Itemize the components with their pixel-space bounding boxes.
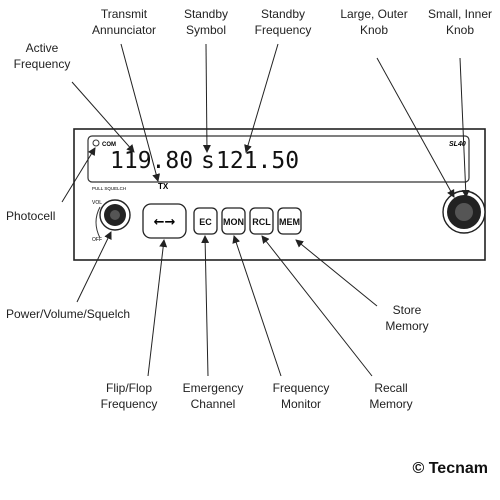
active-frequency: 119.80: [110, 148, 193, 174]
frequency-monitor-button[interactable]: MON: [221, 207, 246, 235]
squelch-label: PULL SQUELCH: [92, 186, 126, 191]
emergency-channel-button[interactable]: EC: [193, 207, 218, 235]
arrow-large-outer-knob: [376, 57, 455, 198]
recall-memory-button[interactable]: RCL: [249, 207, 274, 235]
label-emergency-channel: Emergency Channel: [182, 381, 244, 411]
vol-label: VOL: [92, 200, 102, 206]
label-store-memory: Store Memory: [385, 303, 429, 333]
arrow-recall-memory: [261, 235, 373, 377]
arrow-emergency-channel: [201, 235, 210, 377]
label-active-frequency: Active Frequency: [13, 41, 71, 71]
arrow-photocell: [61, 147, 96, 203]
small-inner-knob[interactable]: [455, 203, 473, 221]
arrow-small-inner-knob: [459, 57, 470, 198]
svg-text:MON: MON: [223, 217, 244, 227]
label-transmit-annunciator: Transmit Annunciator: [91, 7, 157, 37]
mode-label: COM: [102, 142, 116, 148]
arrow-frequency-monitor: [232, 235, 282, 377]
copyright-notice: © Tecnam: [412, 460, 488, 477]
label-power-volume-squelch: Power/Volume/Squelch: [6, 307, 131, 321]
svg-text:EC: EC: [199, 217, 212, 227]
off-label: OFF: [92, 237, 102, 243]
photocell: [92, 139, 100, 147]
model-label: SL40: [449, 141, 466, 148]
label-small-inner-knob: Small, Inner Knob: [427, 7, 493, 37]
label-standby-symbol: Standby Symbol: [183, 7, 229, 37]
power-volume-squelch-knob[interactable]: [99, 199, 131, 231]
label-large-outer-knob: Large, Outer Knob: [340, 7, 408, 37]
arrow-standby-frequency: [244, 43, 279, 153]
tuning-knob[interactable]: [442, 190, 486, 234]
arrow-active-frequency: [71, 81, 135, 153]
store-memory-button[interactable]: MEM: [277, 207, 302, 235]
svg-text:RCL: RCL: [252, 217, 271, 227]
svg-text:←→: ←→: [154, 215, 176, 230]
standby-frequency: 121.50: [216, 148, 299, 174]
arrow-standby-symbol: [202, 43, 211, 153]
arrow-transmit-annunciator: [120, 43, 161, 182]
label-photocell: Photocell: [6, 209, 56, 223]
arrow-store-memory: [295, 239, 378, 307]
label-standby-frequency: Standby Frequency: [254, 7, 312, 37]
svg-text:MEM: MEM: [279, 217, 300, 227]
label-frequency-monitor: Frequency Monitor: [272, 381, 330, 411]
standby-symbol: s: [201, 148, 215, 174]
label-recall-memory: Recall Memory: [369, 381, 413, 411]
arrow-power-volume-squelch: [76, 231, 112, 303]
flip-flop-button[interactable]: ←→: [142, 203, 187, 239]
label-flip-flop-frequency: Flip/Flop Frequency: [100, 381, 158, 411]
transmit-indicator: TX: [158, 182, 169, 191]
arrow-flip-flop: [147, 239, 168, 377]
